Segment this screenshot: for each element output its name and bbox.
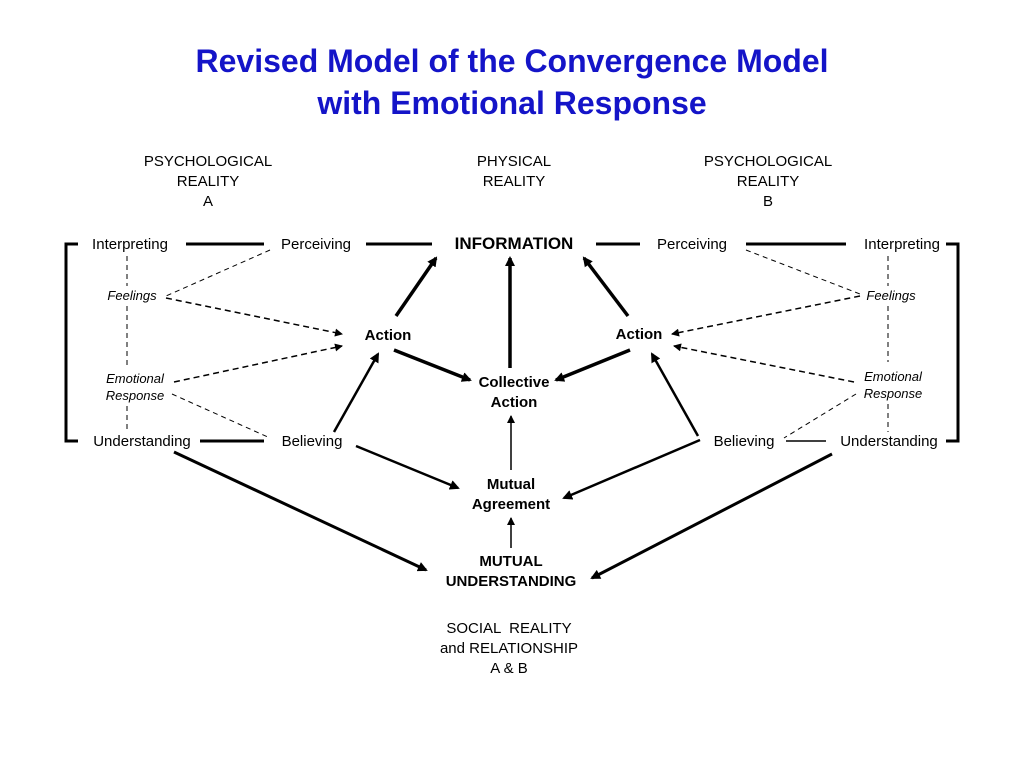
dashed-arrow-emotional-action-b xyxy=(673,343,855,383)
arrow-action-b-collective xyxy=(554,348,631,382)
footer-social-reality: SOCIAL REALITY and RELATIONSHIP A & B xyxy=(440,619,578,679)
header-a-line-1: PSYCHOLOGICAL xyxy=(143,153,273,170)
agreement-line-2: Agreement xyxy=(471,496,551,513)
node-believing-b: Believing xyxy=(713,433,775,450)
dashed-arrow-feelings-action-b xyxy=(671,295,861,337)
header-psychological-reality-a: PSYCHOLOGICAL REALITY A xyxy=(144,152,272,212)
title-line-2: with Emotional Response xyxy=(317,85,707,121)
bracket-right xyxy=(946,242,960,443)
slide-title: Revised Model of the Convergence Model w… xyxy=(0,40,1024,124)
node-perceiving-b: Perceiving xyxy=(656,236,728,253)
agreement-line-1: Mutual xyxy=(486,476,536,493)
mutual-understanding-line-2: UNDERSTANDING xyxy=(445,573,577,590)
bracket-left xyxy=(64,242,78,443)
arrow-believing-a-action-a xyxy=(332,352,380,433)
node-interpreting-a: Interpreting xyxy=(92,236,168,253)
node-action-b: Action xyxy=(615,326,663,343)
dashed-perceiving-feelings-a xyxy=(165,249,271,297)
node-action-a: Action xyxy=(364,327,412,344)
header-b-line-2: REALITY xyxy=(736,173,800,190)
node-interpreting-b: Interpreting xyxy=(864,236,940,253)
arrow-understanding-b-mutual xyxy=(590,452,833,580)
emotional-a-line-1: Emotional xyxy=(106,371,164,386)
arrow-action-a-collective xyxy=(393,348,472,382)
node-collective-action: Collective Action xyxy=(479,373,550,413)
node-emotional-response-a: Emotional Response xyxy=(106,370,165,404)
social-line-2: and RELATIONSHIP xyxy=(439,640,579,657)
node-information: INFORMATION xyxy=(454,234,574,253)
node-feelings-a: Feelings xyxy=(107,288,157,303)
node-perceiving-a: Perceiving xyxy=(280,236,352,253)
header-psychological-reality-b: PSYCHOLOGICAL REALITY B xyxy=(704,152,832,212)
node-emotional-response-b: Emotional Response xyxy=(864,368,923,402)
social-line-1: SOCIAL REALITY xyxy=(446,620,572,637)
arrow-believing-a-agreement xyxy=(355,444,460,490)
header-b-line-3: B xyxy=(762,193,773,210)
node-feelings-b: Feelings xyxy=(866,288,916,303)
header-center-line-1: PHYSICAL xyxy=(476,153,552,170)
node-believing-a: Believing xyxy=(281,433,343,450)
arrow-action-b-information xyxy=(582,256,630,318)
emotional-a-line-2: Response xyxy=(105,388,165,403)
node-understanding-b: Understanding xyxy=(840,433,938,450)
collective-line-1: Collective xyxy=(478,374,550,391)
emotional-b-line-2: Response xyxy=(863,386,923,401)
node-mutual-agreement: Mutual Agreement xyxy=(472,475,550,515)
arrow-believing-b-action-b xyxy=(650,352,700,437)
node-understanding-a: Understanding xyxy=(93,433,191,450)
header-b-line-1: PSYCHOLOGICAL xyxy=(703,153,833,170)
arrow-understanding-a-mutual xyxy=(173,450,428,572)
header-physical-reality: PHYSICAL REALITY xyxy=(477,152,551,192)
node-mutual-understanding: MUTUAL UNDERSTANDING xyxy=(446,552,577,592)
dashed-perceiving-feelings-b xyxy=(745,249,861,295)
social-line-3: A & B xyxy=(490,660,528,677)
mutual-understanding-line-1: MUTUAL xyxy=(479,553,543,570)
dashed-arrow-emotional-action-a xyxy=(173,343,343,383)
dashed-arrow-feelings-action-a xyxy=(165,297,343,337)
title-line-1: Revised Model of the Convergence Model xyxy=(195,43,829,79)
header-a-line-3: A xyxy=(202,193,213,210)
header-a-line-2: REALITY xyxy=(176,173,240,190)
arrow-believing-b-agreement xyxy=(562,438,701,500)
header-center-line-2: REALITY xyxy=(482,173,546,190)
collective-line-2: Action xyxy=(490,394,538,411)
emotional-b-line-1: Emotional xyxy=(864,369,922,384)
arrow-action-a-information xyxy=(394,256,438,317)
